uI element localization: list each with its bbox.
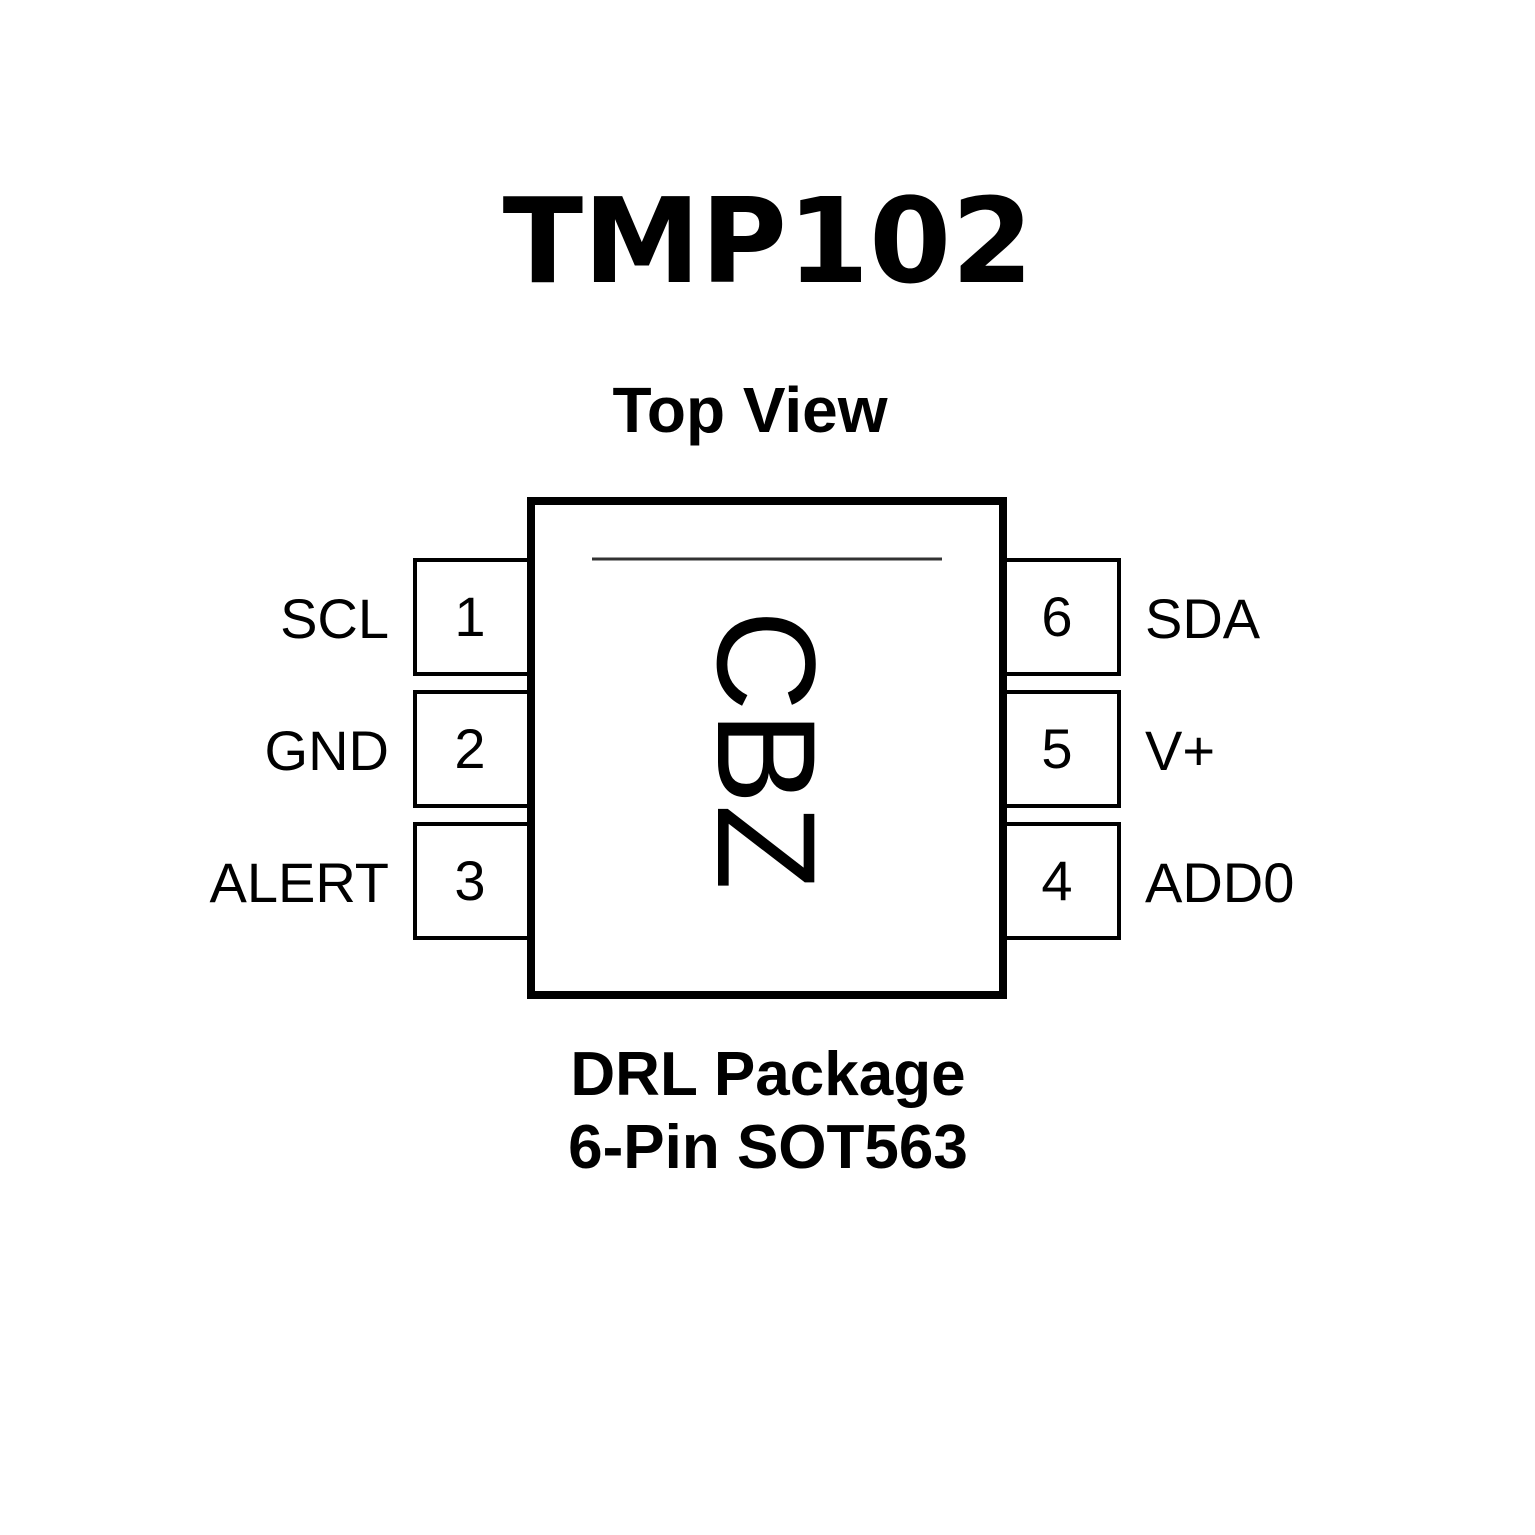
pin-5-pad (1003, 690, 1121, 808)
package-name: DRL Package (570, 1040, 965, 1109)
view-label: Top View (613, 374, 888, 446)
pin-name: V+ (1145, 719, 1215, 782)
pin-name: ALERT (210, 851, 389, 914)
pin-name: SDA (1145, 587, 1261, 650)
package-pins: 6-Pin SOT563 (568, 1113, 968, 1182)
pin-name: GND (265, 719, 389, 782)
pin-2-pad (413, 690, 531, 808)
pin-1-pad (413, 558, 531, 676)
pin-name: SCL (280, 587, 389, 650)
pin-number: 4 (1041, 849, 1072, 912)
pin-number: 5 (1041, 717, 1072, 780)
pin-number: 3 (454, 849, 485, 912)
chip-title: TMP102 (503, 172, 1034, 310)
pin-number: 1 (454, 585, 485, 648)
pin-6-pad (1003, 558, 1121, 676)
device-marking: CBZ (688, 610, 845, 890)
package-body (527, 497, 1007, 999)
pin-number: 6 (1041, 585, 1072, 648)
pin-name: ADD0 (1145, 851, 1294, 914)
pin-3-pad (413, 822, 531, 940)
pin-number: 2 (454, 717, 485, 780)
